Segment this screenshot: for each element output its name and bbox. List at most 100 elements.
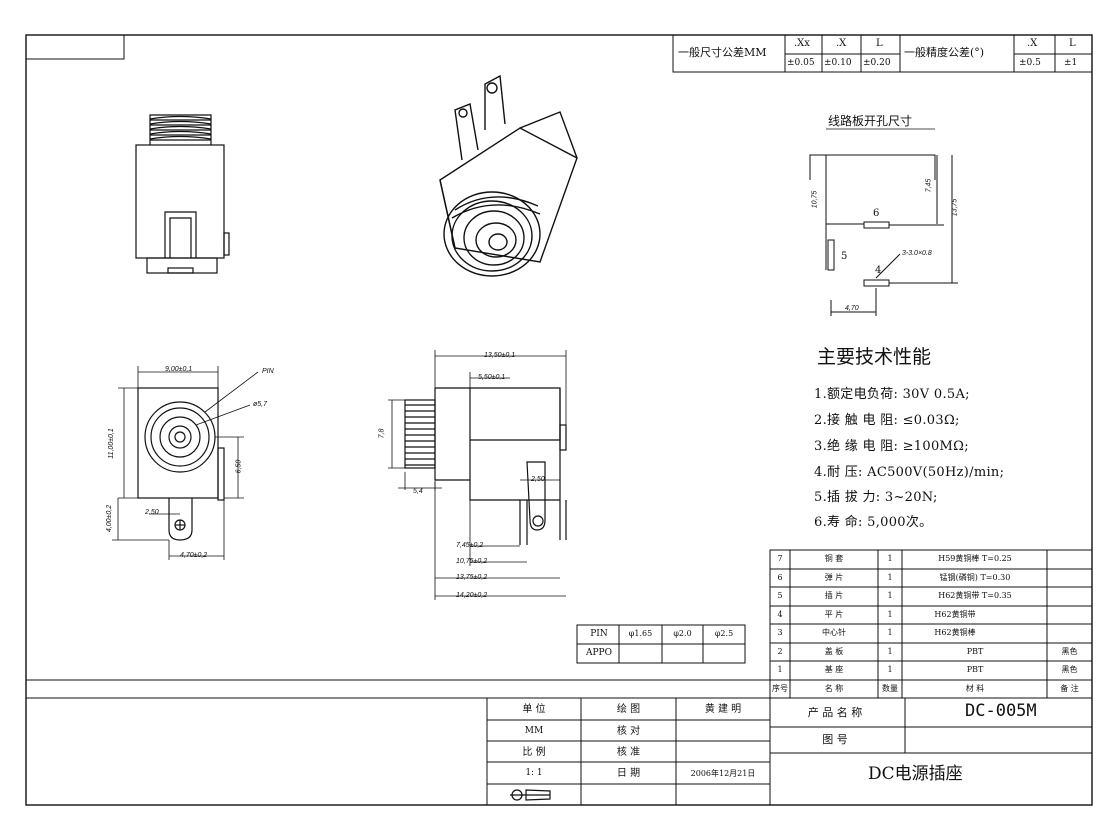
bom-material: H62黄铜带 T=0.35 (938, 591, 1012, 600)
pcb-hole-6: 6 (873, 208, 880, 219)
bom-name: 插 片 (824, 591, 844, 600)
front-dim-6-50: 6,50 (235, 459, 243, 474)
product-name-value: DC-005M (965, 701, 1037, 721)
bom-header-no: 序号 (772, 684, 788, 693)
front-pin-label: PIN (262, 368, 274, 375)
bom-qty: 1 (887, 610, 893, 619)
pin-table-appo: APPO (586, 648, 612, 658)
pcb-dim-4-70: 4,70 (845, 305, 859, 312)
bom-material: PBT (966, 647, 984, 656)
bom-header-name: 名 称 (824, 684, 844, 693)
ang-tol-col-1: .X (1027, 38, 1038, 49)
bom-material: H59黄铜棒 T=0.25 (938, 554, 1012, 563)
bom-qty: 1 (887, 647, 893, 656)
dim-tol-val-2: ±0.10 (824, 58, 852, 68)
unit-label: 单 位 (522, 704, 546, 715)
front-dim-height: 11,00±0,1 (107, 428, 115, 459)
dim-tol-col-3: L (876, 38, 883, 49)
draw-value: 黄 建 明 (704, 704, 742, 715)
pin-table-165: φ1.65 (628, 629, 653, 638)
side-dim-10-75: 10,75±0,2 (456, 558, 488, 565)
product-description: DC电源插座 (868, 764, 963, 784)
unit-value: MM (524, 726, 544, 736)
bom-header-material: 材 料 (965, 684, 985, 693)
bom-material: H62黄铜棒 (934, 628, 976, 637)
bom-qty: 1 (887, 591, 893, 600)
spec-item-6: 6.寿 命: 5,000次。 (814, 515, 933, 530)
bom-name: 平 片 (824, 610, 844, 619)
spec-item-3: 3.绝 缘 电 阻: ≥100MΩ; (814, 439, 969, 454)
drawing-no-label: 图 号 (822, 733, 848, 746)
approve-label: 核 准 (616, 747, 641, 758)
pcb-dim-slot: 3-3.0×0.8 (902, 250, 932, 257)
front-dim-width: 9,00±0,1 (165, 366, 193, 373)
date-label: 日 期 (616, 768, 641, 779)
ang-tol-val-2: ±1 (1064, 58, 1078, 68)
scale-value: 1: 1 (525, 768, 543, 778)
dim-tol-col-2: .X (836, 38, 847, 49)
bom-no: 5 (777, 591, 783, 600)
bom-name: 中心针 (822, 628, 846, 637)
pin-table-header: PIN (590, 629, 608, 639)
dim-tol-val-1: ±0.05 (787, 58, 815, 68)
bom-header-note: 备 注 (1060, 684, 1079, 693)
bom-note: 黑色 (1061, 647, 1078, 656)
bom-name: 铜 套 (824, 554, 844, 563)
side-dim-5-4: 5,4 (413, 488, 423, 495)
check-label: 核 对 (616, 726, 641, 737)
bom-no: 7 (777, 554, 783, 563)
bom-name: 盖 板 (824, 647, 844, 656)
bom-header-qty: 数量 (882, 684, 898, 693)
angle-tolerance-label: 一般精度公差(°) (904, 46, 985, 59)
pcb-dim-13-75: 13,75 (951, 198, 959, 217)
front-dim-4-00: 4,00±0,2 (106, 504, 114, 533)
side-dim-14-20: 14,20±0,2 (456, 592, 488, 599)
side-dim-13-50: 13,50±0,1 (484, 352, 516, 359)
pcb-dim-10-75: 10,75 (811, 190, 819, 209)
side-dim-7-8: 7,8 (378, 428, 386, 439)
bom-qty: 1 (887, 665, 893, 674)
bom-material: 锰钢(磷铜) T=0.30 (939, 573, 1011, 582)
bom-qty: 1 (887, 573, 893, 582)
front-dim-diameter: ø5,7 (253, 401, 268, 408)
dim-tol-col-1: .Xx (794, 38, 810, 49)
bom-name: 基 座 (824, 665, 844, 674)
spec-item-5: 5.插 拔 力: 3~20N; (814, 490, 938, 505)
bom-name: 弹 片 (824, 573, 844, 582)
dim-tolerance-label: 一般尺寸公差MM (678, 46, 767, 59)
specs-title: 主要技术性能 (817, 346, 932, 368)
dim-tol-val-3: ±0.20 (863, 58, 891, 68)
bom-material: PBT (966, 665, 984, 674)
bom-qty: 1 (887, 554, 893, 563)
bom-note: 黑色 (1061, 665, 1078, 674)
draw-label: 绘 图 (616, 704, 641, 715)
bom-no: 3 (777, 628, 783, 637)
bom-no: 4 (777, 610, 783, 619)
pin-table-20: φ2.0 (673, 629, 692, 638)
bom-qty: 1 (887, 628, 893, 637)
side-dim-5-50: 5,50±0,1 (478, 374, 506, 381)
spec-item-1: 1.额定电负荷: 30V 0.5A; (814, 387, 970, 402)
front-dim-4-70: 4,70±0,2 (180, 552, 208, 559)
spec-item-4: 4.耐 压: AC500V(50Hz)/min; (814, 465, 1005, 480)
bom-no: 6 (777, 573, 783, 582)
scale-label: 比 例 (522, 747, 546, 758)
ang-tol-val-1: ±0.5 (1019, 58, 1041, 68)
ang-tol-col-2: L (1069, 38, 1076, 49)
bom-material: H62黄铜带 (934, 610, 976, 619)
spec-item-2: 2.接 触 电 阻: ≤0.03Ω; (814, 413, 960, 428)
bom-no: 2 (777, 647, 783, 656)
pcb-hole-4: 4 (875, 265, 882, 276)
bom-no: 1 (777, 665, 783, 674)
side-dim-13-75: 13,75±0,2 (456, 574, 488, 581)
product-name-label: 产 品 名 称 (807, 706, 863, 719)
pcb-hole-title: 线路板开孔尺寸 (828, 114, 913, 128)
pin-table-25: φ2.5 (714, 629, 734, 638)
front-dim-2-50: 2,50 (145, 509, 159, 516)
side-dim-7-45: 7,45±0,2 (456, 542, 484, 549)
side-dim-2-50: 2,50 (531, 476, 545, 483)
pcb-hole-5: 5 (841, 251, 848, 262)
date-value: 2006年12月21日 (690, 769, 756, 778)
pcb-dim-7-45: 7,45 (925, 178, 933, 193)
